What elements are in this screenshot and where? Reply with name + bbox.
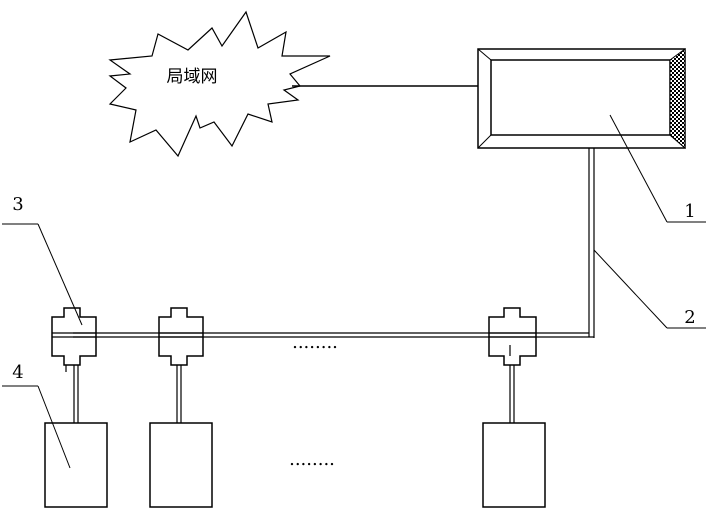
callout-terminal: 4: [2, 362, 71, 469]
server-box: [477, 48, 686, 150]
drop-cable: [509, 365, 515, 423]
bus-ellipsis: ........: [292, 332, 338, 353]
callout-bus-cable: 2: [593, 249, 706, 329]
connector: [51, 307, 97, 372]
drop-cable: [73, 365, 79, 423]
callout-connector: 3: [2, 194, 83, 326]
terminal: [44, 422, 108, 508]
bus-cable: [73, 148, 595, 338]
lan-cloud: 局域网: [108, 10, 331, 158]
callout-label-1: 1: [684, 201, 695, 222]
connector: [488, 307, 537, 366]
terminal-ellipsis: ........: [289, 449, 335, 470]
drop-cable: [176, 365, 182, 423]
terminal: [482, 422, 546, 508]
callout-label-4: 4: [12, 362, 23, 383]
connector: [158, 307, 204, 366]
callout-label-2: 2: [684, 307, 695, 328]
callout-server: 1: [609, 114, 706, 223]
lan-label: 局域网: [167, 67, 218, 87]
terminal: [149, 422, 213, 508]
callout-label-3: 3: [12, 194, 23, 215]
